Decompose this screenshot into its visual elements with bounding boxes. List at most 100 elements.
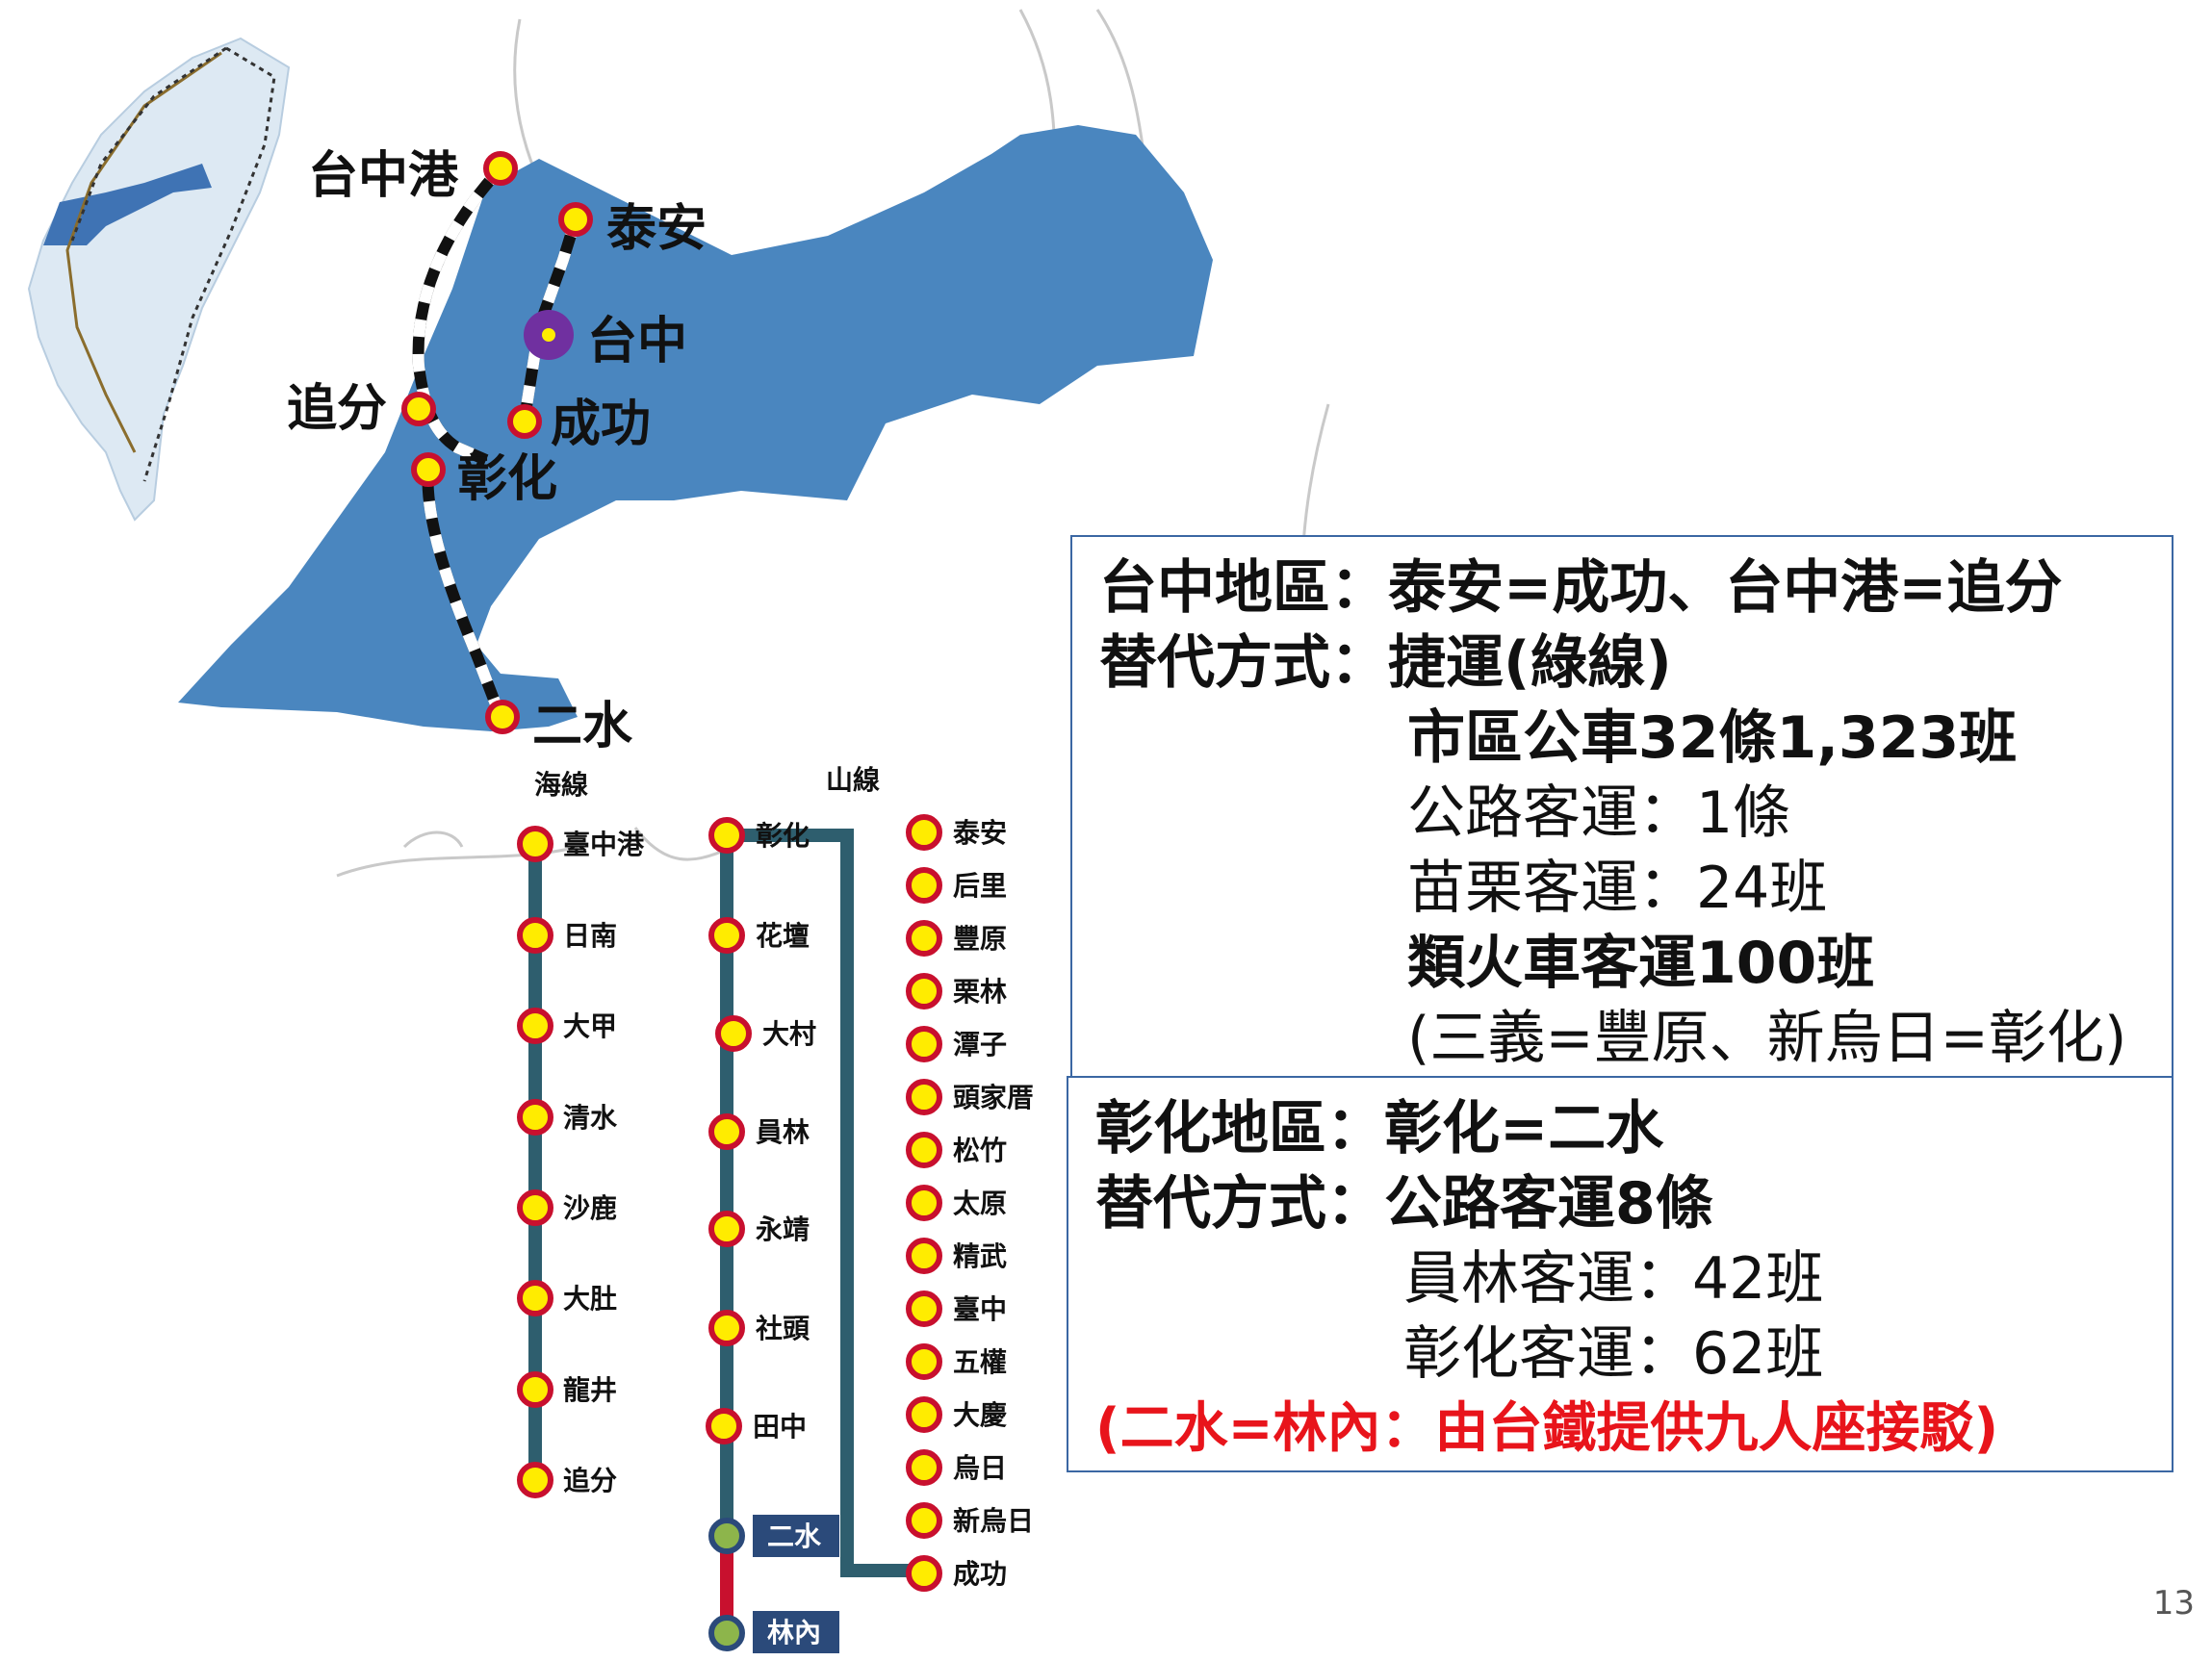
changhua-branch-stations: 彰化 花壇 大村 員林 永靖 社頭 田中 二水 林內 <box>706 817 839 1653</box>
taiwan-island <box>27 37 291 522</box>
mountain-station-marker <box>906 1185 942 1221</box>
linnei-station-marker <box>708 1615 745 1651</box>
coast-line-title: 海線 <box>534 769 588 801</box>
mountain-station-marker <box>906 1396 942 1433</box>
mountain-station-label: 成功 <box>953 1558 1007 1590</box>
mountain-station-label: 臺中 <box>953 1293 1007 1325</box>
taichung-info-line: 類火車客運100班 <box>1407 930 1875 997</box>
mountain-station-label: 烏日 <box>953 1452 1007 1484</box>
branch-station-marker <box>708 1211 745 1247</box>
linnei-label-box <box>753 1611 839 1653</box>
coast-station-marker <box>517 1189 553 1226</box>
coast-station-label: 龍井 <box>563 1374 617 1406</box>
map-station-taichung-dot <box>542 328 555 342</box>
branch-station-label: 員林 <box>756 1116 810 1148</box>
page-number: 13 <box>2152 1584 2195 1623</box>
map-label-taichung-port: 台中港 <box>308 147 459 205</box>
coast-station-label: 追分 <box>563 1465 617 1496</box>
mountain-station-marker <box>906 1290 942 1327</box>
mountain-station-label: 太原 <box>953 1188 1007 1219</box>
map-station-chenggong <box>507 404 542 439</box>
branch-station-label: 花壇 <box>756 920 810 952</box>
mountain-station-marker <box>906 867 942 904</box>
route-lines <box>412 164 581 720</box>
branch-station-marker <box>715 1015 752 1052</box>
coast-line-stations: 臺中港 日南 大甲 清水 沙鹿 大肚 龍井 追分 <box>517 826 645 1498</box>
map-label-zhuifen: 追分 <box>287 380 387 438</box>
coast-station-label: 沙鹿 <box>563 1192 617 1224</box>
map-label-changhua: 彰化 <box>457 450 557 508</box>
mountain-station-marker <box>906 1555 942 1592</box>
coast-station-marker <box>517 1280 553 1316</box>
map-stations <box>401 151 593 734</box>
mountain-station-label: 五權 <box>953 1346 1007 1378</box>
mountain-station-marker <box>906 1026 942 1062</box>
mountain-station-label: 泰安 <box>953 817 1007 849</box>
taichung-info-box: 台中地區：泰安=成功、台中港=追分 替代方式：捷運(綠線) 市區公車32條1,3… <box>1070 535 2173 1086</box>
coast-station-label: 大甲 <box>563 1010 617 1042</box>
coast-station-label: 臺中港 <box>563 829 645 860</box>
changhua-info-line: 彰化地區：彰化=二水 <box>1095 1095 1664 1163</box>
coast-station-label: 日南 <box>563 920 617 952</box>
branch-station-marker <box>708 817 745 854</box>
mountain-station-label: 頭家厝 <box>953 1082 1034 1113</box>
branch-station-label: 永靖 <box>756 1214 810 1245</box>
taichung-info-line: 市區公車32條1,323班 <box>1407 704 2018 772</box>
mountain-line-title: 山線 <box>826 764 880 796</box>
coast-station-marker <box>517 1371 553 1408</box>
taichung-changhua-region <box>178 125 1213 731</box>
coast-station-label: 大肚 <box>563 1283 617 1315</box>
changhua-info-line: 員林客運：42班 <box>1403 1245 1824 1313</box>
map-label-chenggong: 成功 <box>551 396 651 453</box>
coast-station-marker <box>517 1008 553 1044</box>
ershui-label-box <box>753 1515 839 1557</box>
taichung-info-line: 台中地區：泰安=成功、台中港=追分 <box>1099 554 2063 622</box>
mountain-station-label: 潭子 <box>953 1029 1007 1060</box>
coast-station-marker <box>517 826 553 862</box>
mountain-station-marker <box>906 973 942 1009</box>
ershui-station-marker <box>708 1518 745 1554</box>
mountain-line-track <box>727 829 924 1577</box>
mountain-station-marker <box>906 920 942 957</box>
inset-rail-dotted <box>70 46 276 482</box>
mountain-station-marker <box>906 1132 942 1168</box>
changhua-info-line: 彰化客運：62班 <box>1403 1320 1824 1388</box>
changhua-info-box: 彰化地區：彰化=二水 替代方式：公路客運8條 員林客運：42班 彰化客運：62班… <box>1067 1076 2173 1472</box>
mountain-station-marker <box>906 1343 942 1380</box>
branch-station-marker <box>706 1408 742 1444</box>
taichung-info-line: 苗栗客運：24班 <box>1407 855 1828 922</box>
taiwan-inset-map <box>27 37 291 522</box>
mountain-station-marker <box>906 1238 942 1274</box>
coast-station-marker <box>517 1462 553 1498</box>
mountain-station-marker <box>906 814 942 851</box>
map-station-labels: 台中港 泰安 台中 追分 成功 彰化 二水 <box>287 147 707 755</box>
mountain-line-stations: 泰安 后里 豐原 栗林 潭子 頭家厝 松竹 太原 精武 臺中 五權 大慶 烏日 … <box>906 814 1034 1592</box>
map-station-taichung-port <box>483 151 518 186</box>
taichung-info-line: 公路客運：1條 <box>1407 779 1791 847</box>
coast-station-marker <box>517 917 553 954</box>
map-station-taian <box>558 202 593 237</box>
map-label-ershui: 二水 <box>532 698 633 755</box>
mountain-station-label: 松竹 <box>953 1135 1007 1166</box>
mountain-station-label: 大慶 <box>953 1399 1007 1431</box>
branch-station-marker <box>708 1310 745 1346</box>
mountain-station-marker <box>906 1449 942 1486</box>
taichung-highlight <box>43 164 212 245</box>
inset-rail-west <box>65 51 222 453</box>
branch-station-label: 彰化 <box>756 820 810 852</box>
changhua-info-line-highlight: (二水=林內：由台鐵提供九人座接駁) <box>1095 1397 1999 1460</box>
mountain-station-marker <box>906 1502 942 1539</box>
branch-station-label: 社頭 <box>756 1313 810 1344</box>
coast-station-marker <box>517 1099 553 1136</box>
branch-station-label: 大村 <box>762 1018 816 1050</box>
mountain-station-label: 新烏日 <box>953 1505 1034 1537</box>
mountain-station-label: 豐原 <box>953 923 1007 955</box>
map-station-ershui <box>485 700 520 734</box>
linnei-label: 林內 <box>767 1617 821 1648</box>
mountain-station-label: 后里 <box>953 870 1007 902</box>
coast-station-label: 清水 <box>563 1102 618 1134</box>
map-station-zhuifen <box>401 392 436 426</box>
taichung-info-line: 替代方式：捷運(綠線) <box>1099 629 1672 697</box>
